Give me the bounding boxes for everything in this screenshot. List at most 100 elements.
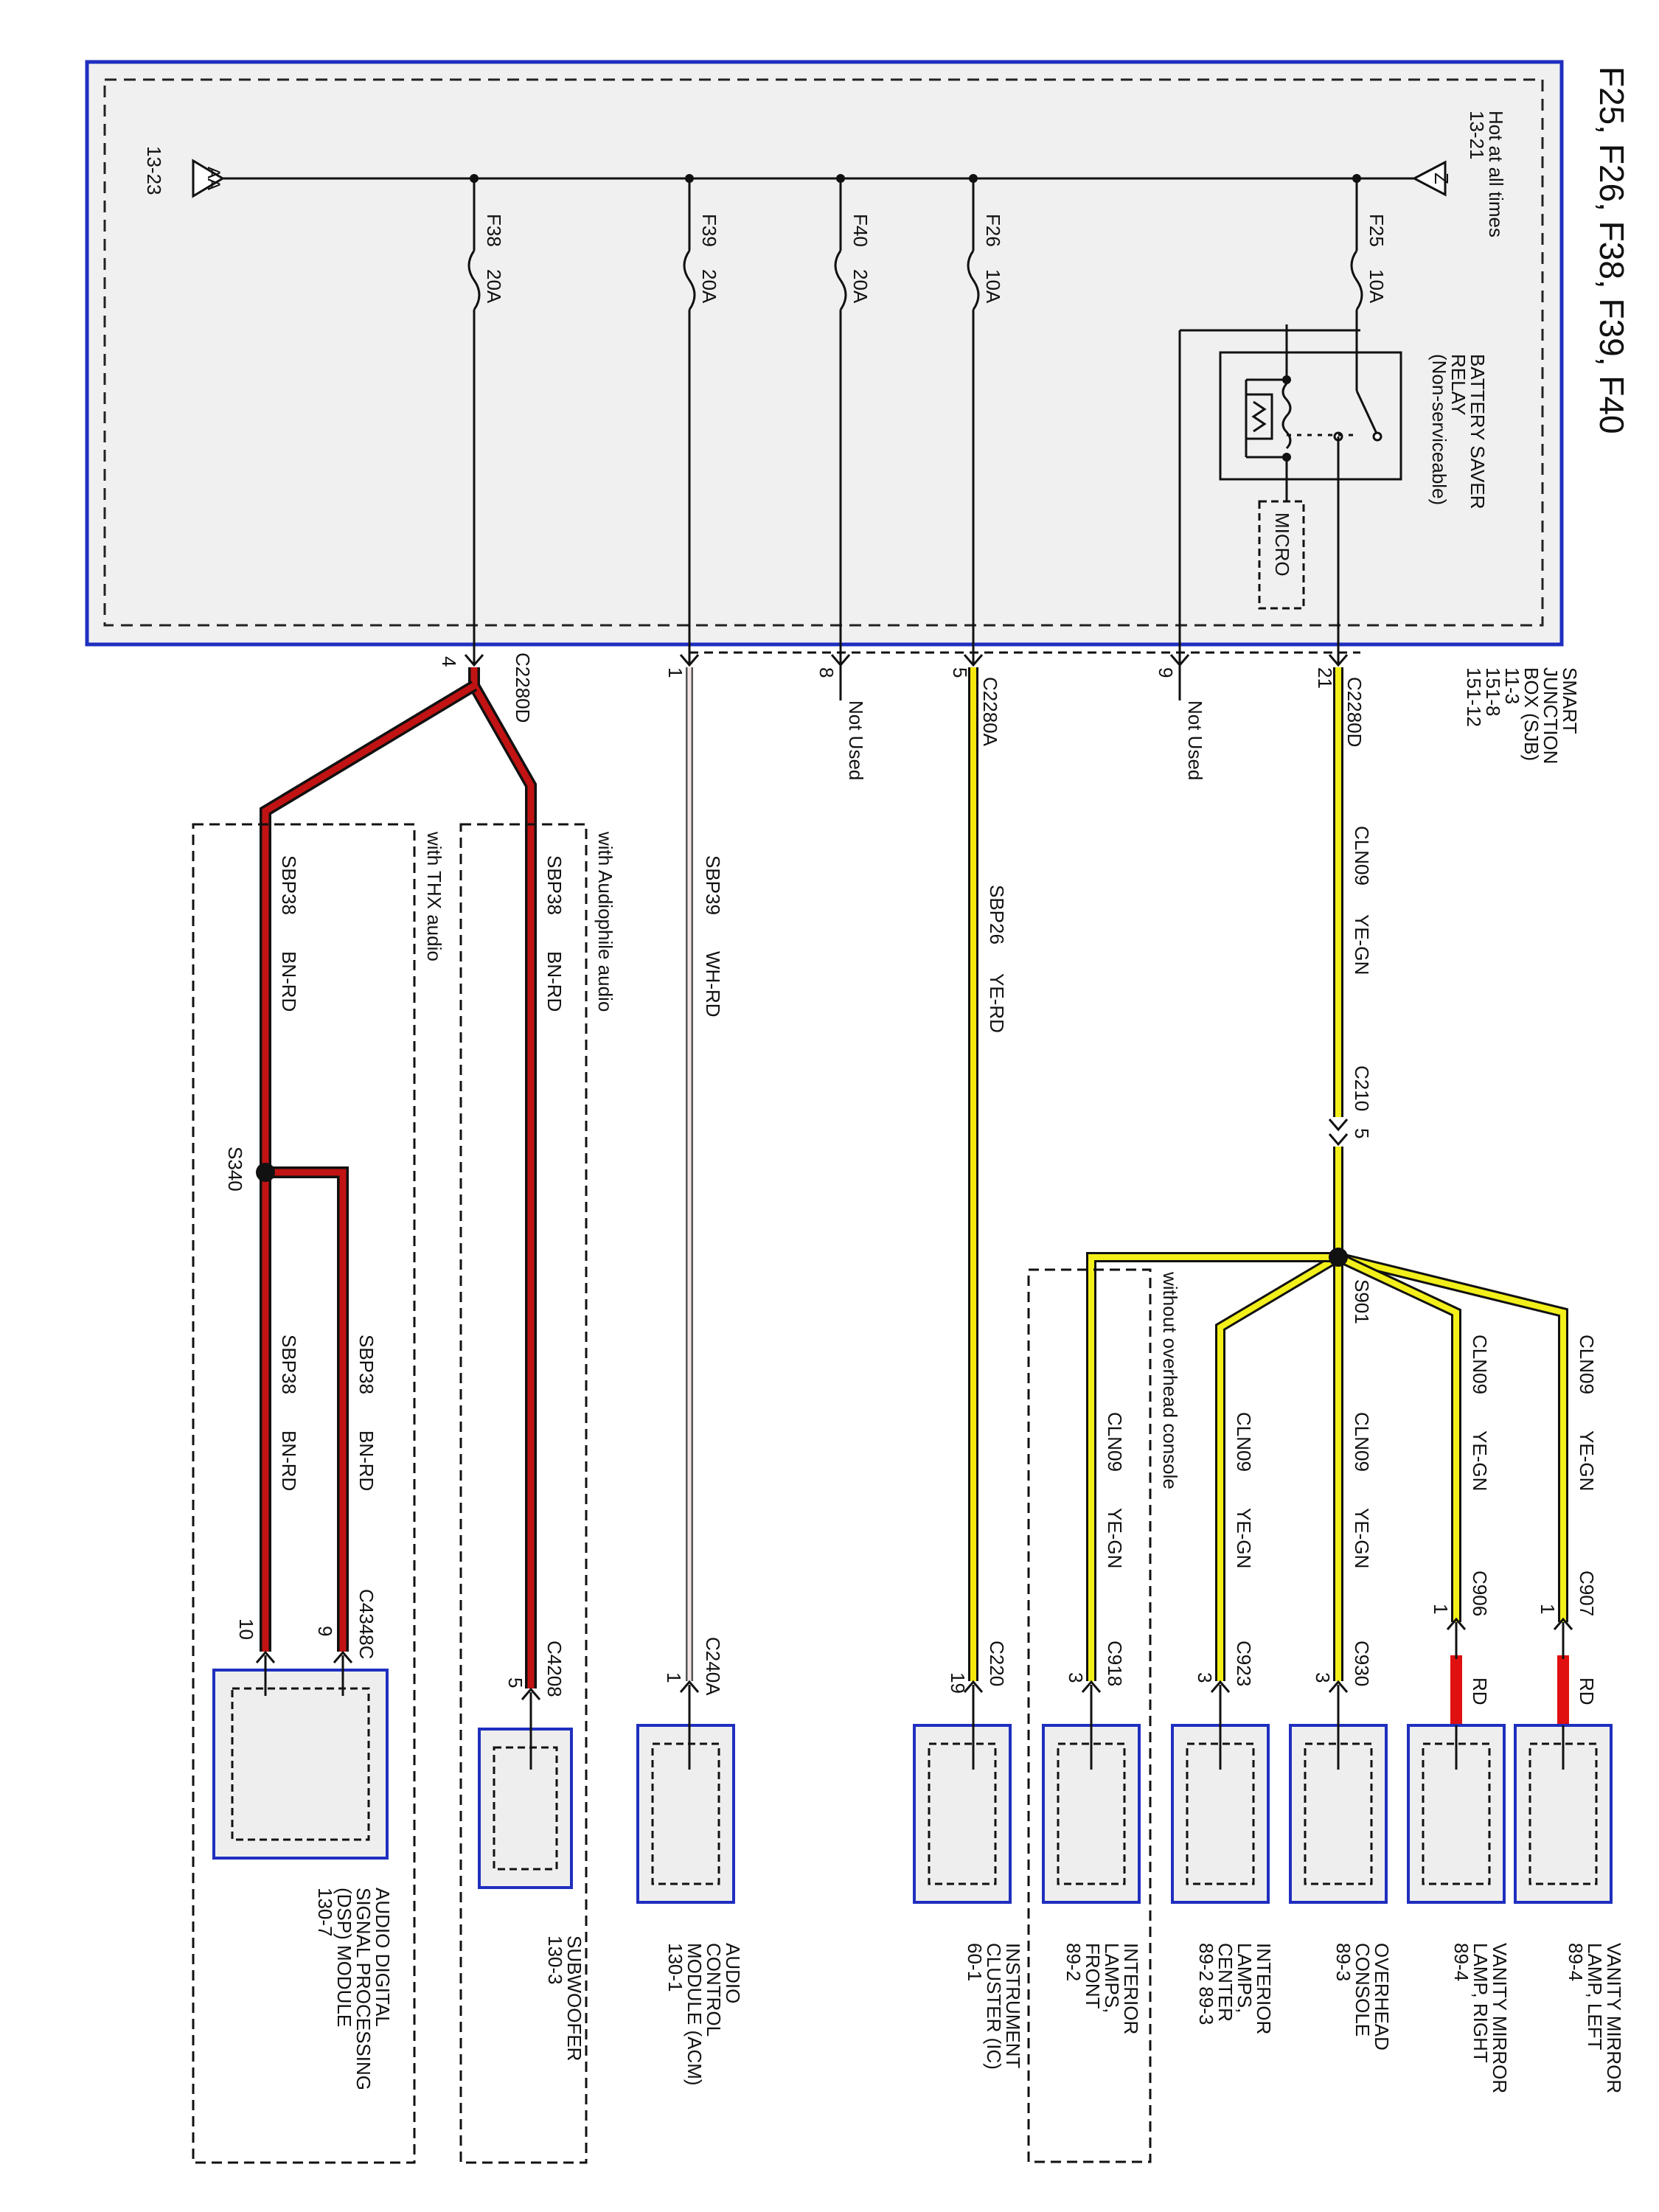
overhead-name: OVERHEAD CONSOLE 89-3 xyxy=(1332,1943,1393,2051)
sbp38-a-code: SBP38 xyxy=(543,855,566,915)
s901-splice-dot xyxy=(1329,1248,1348,1267)
wire-sbp38 xyxy=(260,667,537,1688)
c4208-pin: 5 xyxy=(504,1677,526,1688)
component-vanity-mirror-left xyxy=(1514,1617,1613,1904)
b2-code: CLN09 xyxy=(1469,1335,1491,1394)
connector-arrows xyxy=(464,654,1349,700)
component-overhead-console xyxy=(1289,1680,1388,1904)
fuse-F25-rating: 10A xyxy=(1366,269,1388,304)
sbp26-code: SBP26 xyxy=(986,885,1008,945)
sbp39-color: WH-RD xyxy=(702,951,724,1018)
fuse-F39-rating: 20A xyxy=(698,269,720,304)
svg-text:CONSOLE: CONSOLE xyxy=(1352,1943,1374,2037)
sjb-label: SMART JUNCTION BOX (SJB) 11-3 151-8 151-… xyxy=(1463,667,1581,764)
option-box-audiophile xyxy=(459,823,588,2164)
svg-text:OVERHEAD: OVERHEAD xyxy=(1371,1943,1393,2051)
b5-color: YE-GN xyxy=(1104,1508,1126,1568)
not-used-2: Not Used xyxy=(845,700,867,780)
pin4-label: 4 xyxy=(438,656,460,667)
svg-text:151-8: 151-8 xyxy=(1482,667,1504,717)
option-box-thx xyxy=(192,823,416,2164)
component-instrument-cluster xyxy=(913,1680,1012,1904)
pin8-label: 8 xyxy=(815,667,838,678)
svg-text:LAMPS,: LAMPS, xyxy=(1101,1943,1123,2013)
option-box-no-overhead xyxy=(1027,1268,1152,2163)
relay-dots xyxy=(1282,375,1291,462)
c220-label: C220 xyxy=(986,1641,1008,1686)
component-acm xyxy=(636,1680,735,1904)
ic-name: INSTRUMENT CLUSTER (IC) 60-1 xyxy=(964,1943,1024,2070)
cln09-main-code: CLN09 xyxy=(1351,826,1373,886)
aa-triangle-icon xyxy=(192,159,225,198)
sbp38-b-color: BN-RD xyxy=(278,951,300,1012)
no-overhead-label: without overhead console xyxy=(1159,1271,1181,1489)
sbp38-c-code: SBP38 xyxy=(278,1335,300,1394)
cln09-main-color: YE-GN xyxy=(1351,914,1373,975)
svg-text:VANITY MIRROR: VANITY MIRROR xyxy=(1603,1943,1625,2093)
c210-connector xyxy=(1328,1119,1349,1147)
svg-text:151-12: 151-12 xyxy=(1463,667,1485,727)
svg-text:130-3: 130-3 xyxy=(544,1935,566,1985)
aa-label: AA xyxy=(204,167,223,190)
c907-pin: 1 xyxy=(1537,1604,1559,1614)
svg-text:11-3: 11-3 xyxy=(1501,667,1523,704)
vanity-left-name: VANITY MIRROR LAMP, LEFT 89-4 xyxy=(1565,1943,1625,2093)
svg-text:AUDIO: AUDIO xyxy=(722,1943,744,2003)
pin1-label: 1 xyxy=(664,667,686,678)
svg-text:RELAY: RELAY xyxy=(1447,354,1470,415)
svg-text:89-2 89-3: 89-2 89-3 xyxy=(1195,1943,1217,2025)
svg-text:VANITY MIRROR: VANITY MIRROR xyxy=(1489,1943,1511,2093)
s901-label: S901 xyxy=(1351,1279,1373,1324)
hot-label: Hot at all times 13-21 xyxy=(1466,111,1507,237)
svg-text:INTERIOR: INTERIOR xyxy=(1253,1943,1275,2034)
audiophile-label: with Audiophile audio xyxy=(594,831,616,1012)
svg-text:CLUSTER (IC): CLUSTER (IC) xyxy=(983,1943,1005,2070)
b3-code: CLN09 xyxy=(1351,1412,1373,1472)
c918-label: C918 xyxy=(1104,1641,1126,1686)
interior-center-name: INTERIOR LAMPS, CENTER 89-2 89-3 xyxy=(1195,1943,1275,2034)
z-label: Z xyxy=(1430,173,1453,184)
interior-front-name: INTERIOR LAMPS, FRONT 89-2 xyxy=(1062,1943,1142,2034)
c210-pin: 5 xyxy=(1351,1128,1373,1138)
not-used-1: Not Used xyxy=(1184,700,1206,780)
c930-pin: 3 xyxy=(1312,1672,1334,1683)
svg-text:89-4: 89-4 xyxy=(1565,1943,1587,1981)
b1-code: CLN09 xyxy=(1576,1335,1598,1394)
c220-pin: 19 xyxy=(947,1672,969,1694)
svg-text:Hot at all times: Hot at all times xyxy=(1485,111,1507,237)
sbp38-d-code: SBP38 xyxy=(355,1335,378,1394)
rd-pigtail-left xyxy=(1557,1655,1569,1736)
svg-text:89-3: 89-3 xyxy=(1332,1943,1354,1981)
micro-label: MICRO xyxy=(1271,512,1293,577)
fuse-F38-id: F38 xyxy=(483,214,505,247)
rd-left-label: RD xyxy=(1576,1677,1598,1705)
c240a-label: C240A xyxy=(702,1637,724,1696)
fuse-F39-id: F39 xyxy=(698,214,720,247)
c923-pin: 3 xyxy=(1194,1672,1216,1683)
c907-label: C907 xyxy=(1576,1571,1598,1616)
component-dsp-module xyxy=(212,1650,389,1860)
battery-saver-relay xyxy=(1178,324,1402,664)
thx-label: with THX audio xyxy=(423,831,445,961)
svg-text:89-4: 89-4 xyxy=(1450,1943,1472,1981)
svg-text:SIGNAL PROCESSING: SIGNAL PROCESSING xyxy=(352,1888,375,2090)
svg-text:SMART: SMART xyxy=(1559,667,1581,734)
b4-color: YE-GN xyxy=(1233,1508,1255,1568)
c930-label: C930 xyxy=(1351,1641,1373,1686)
pin9-label: 9 xyxy=(1155,667,1177,678)
svg-text:AUDIO DIGITAL: AUDIO DIGITAL xyxy=(372,1888,394,2027)
bus-dots xyxy=(470,174,1361,183)
c4348c-label: C4348C xyxy=(355,1589,378,1659)
c2280a-label: C2280A xyxy=(979,677,1001,747)
b1-color: YE-GN xyxy=(1576,1430,1598,1491)
svg-text:(Non-serviceable): (Non-serviceable) xyxy=(1428,354,1450,505)
svg-text:LAMP, RIGHT: LAMP, RIGHT xyxy=(1470,1943,1492,2063)
svg-text:JUNCTION: JUNCTION xyxy=(1540,667,1562,764)
c923-label: C923 xyxy=(1233,1641,1255,1686)
diagram-title: F25, F26, F38, F39, F40 xyxy=(1593,66,1631,434)
svg-text:BATTERY SAVER: BATTERY SAVER xyxy=(1467,354,1489,509)
sub-name: SUBWOOFER 130-3 xyxy=(544,1935,585,2061)
svg-text:INTERIOR: INTERIOR xyxy=(1120,1943,1142,2034)
c210-label: C210 xyxy=(1351,1065,1373,1111)
